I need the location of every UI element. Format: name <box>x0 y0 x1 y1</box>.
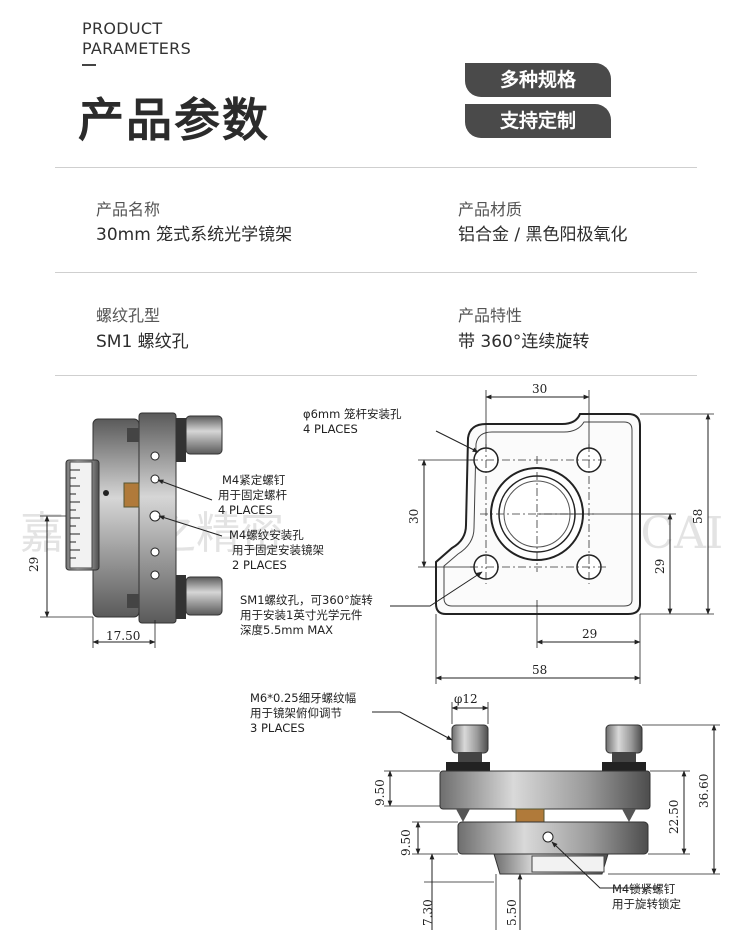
note-m4-mount-3: 2 PLACES <box>232 558 287 572</box>
dim-front-30-top: 30 <box>532 382 547 396</box>
page-title: 产品参数 <box>78 93 270 147</box>
front-view <box>390 390 714 684</box>
dim-bottom-36-60: 36.60 <box>697 774 711 808</box>
note-m4-set-screw-1: M4紧定螺钉 <box>222 473 286 487</box>
param-label-feature: 产品特性 <box>458 306 523 325</box>
note-m4-set-screw-2: 用于固定螺杆 <box>218 488 287 502</box>
dim-side-17-50: 17.50 <box>106 629 140 643</box>
note-sm1-2: 用于安装1英寸光学元件 <box>240 608 362 622</box>
note-sm1-3: 深度5.5mm MAX <box>240 623 333 637</box>
divider <box>55 272 697 273</box>
note-m4-lock-2: 用于旋转锁定 <box>612 897 681 911</box>
note-m6-2: 用于镜架俯仰调节 <box>250 706 342 720</box>
note-m4-mount-1: M4螺纹安装孔 <box>229 528 304 542</box>
dim-front-29-right: 29 <box>653 559 667 574</box>
bottom-view <box>372 702 720 930</box>
dim-front-30-left: 30 <box>407 509 421 524</box>
param-value-material: 铝合金 / 黑色阳极氧化 <box>458 225 628 245</box>
dim-side-29: 29 <box>27 557 41 572</box>
note-cage-hole-1: φ6mm 笼杆安装孔 <box>303 407 402 421</box>
note-m6-1: M6*0.25细牙螺纹幅 <box>250 691 356 705</box>
dim-bottom-7-30: 7.30 <box>421 899 435 926</box>
dim-front-58-bottom: 58 <box>532 663 547 677</box>
english-heading-line1: PRODUCT <box>82 19 163 38</box>
english-heading: PRODUCT PARAMETERS <box>82 19 191 59</box>
english-heading-line2: PARAMETERS <box>82 39 192 58</box>
param-value-thread: SM1 螺纹孔 <box>96 332 189 352</box>
note-m4-mount-2: 用于固定安装镜架 <box>232 543 324 557</box>
side-view <box>40 412 223 648</box>
param-value-name: 30mm 笼式系统光学镜架 <box>96 225 293 245</box>
param-value-feature: 带 360°连续旋转 <box>458 332 590 352</box>
divider <box>55 375 697 376</box>
param-label-thread: 螺纹孔型 <box>96 306 161 325</box>
note-m6-3: 3 PLACES <box>250 721 305 735</box>
note-m4-lock-1: M4锁紧螺钉 <box>612 882 676 896</box>
note-m4-set-screw-3: 4 PLACES <box>218 503 273 517</box>
dim-bottom-22-50: 22.50 <box>667 800 681 834</box>
note-sm1-1: SM1螺纹孔，可360°旋转 <box>240 593 373 607</box>
dim-bottom-9-50-mid: 9.50 <box>399 829 413 856</box>
badge-multiple-specs: 多种规格 <box>465 63 611 97</box>
note-cage-hole-2: 4 PLACES <box>303 422 358 436</box>
param-label-name: 产品名称 <box>96 200 161 219</box>
param-label-material: 产品材质 <box>458 200 523 219</box>
heading-dash <box>82 64 96 66</box>
dim-front-58-right: 58 <box>691 509 705 524</box>
divider <box>55 167 697 168</box>
dim-phi12: φ12 <box>454 692 478 706</box>
dim-bottom-5-50: 5.50 <box>505 899 519 926</box>
dim-front-29-bottom: 29 <box>582 627 597 641</box>
badge-customization: 支持定制 <box>465 104 611 138</box>
dim-bottom-9-50-top: 9.50 <box>373 779 387 806</box>
